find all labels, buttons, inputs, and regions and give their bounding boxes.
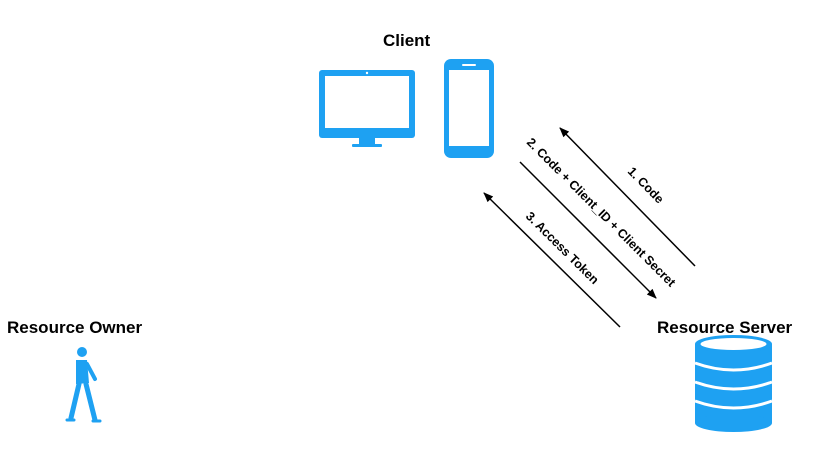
arrow-access-token — [483, 192, 621, 328]
resource-owner-title: Resource Owner — [7, 318, 143, 337]
walking-person-icon — [65, 347, 102, 423]
client-title: Client — [383, 31, 431, 50]
arrow-code-client-id-secret — [519, 161, 657, 299]
desktop-monitor-icon — [319, 70, 415, 147]
database-icon — [694, 335, 773, 432]
arrow-code — [559, 127, 696, 267]
flow-label-2: 2. Code + Client_ID + Client Secret — [524, 135, 679, 290]
smartphone-icon — [444, 59, 494, 158]
resource-server-title: Resource Server — [657, 318, 793, 337]
flow-label-3: 3. Access Token — [523, 209, 602, 287]
